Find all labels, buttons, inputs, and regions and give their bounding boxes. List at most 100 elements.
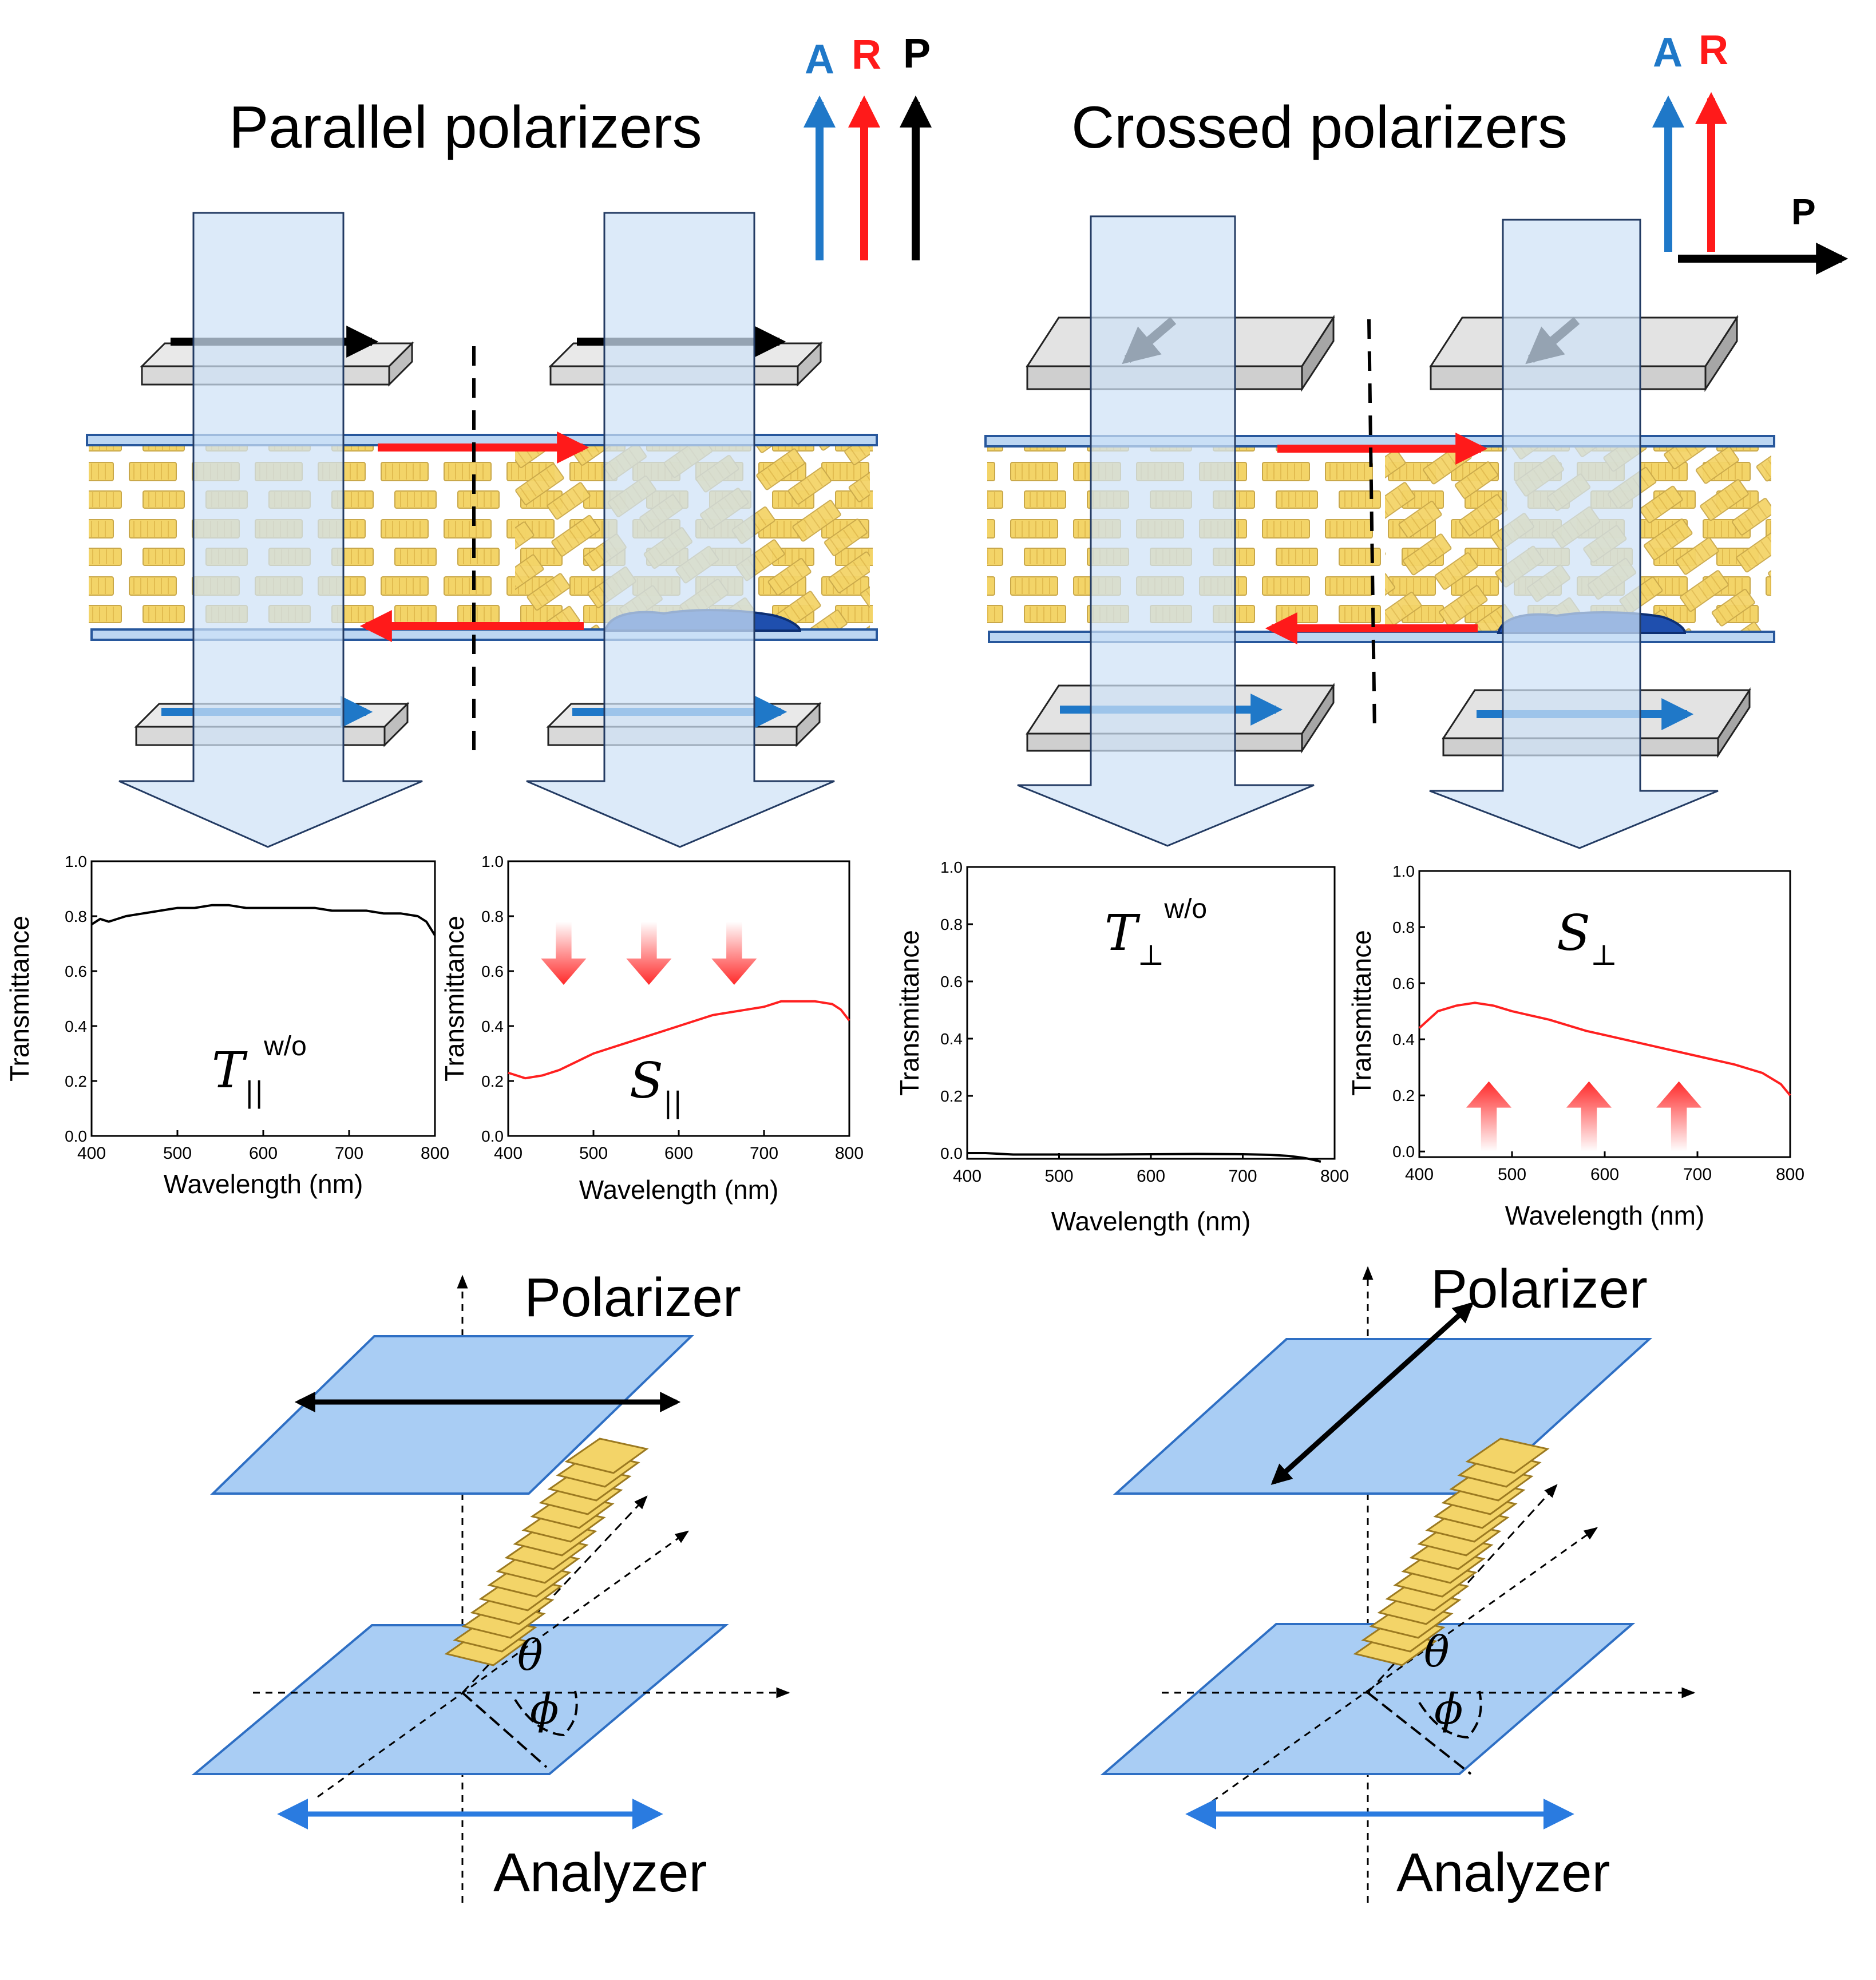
- x-tick-label: 800: [1776, 1165, 1804, 1184]
- curve-label: S⊥: [1557, 905, 1617, 972]
- x-axis-label: Wavelength (nm): [164, 1169, 363, 1199]
- x-axis-label: Wavelength (nm): [1505, 1201, 1705, 1230]
- increase-arrow: [1656, 1081, 1702, 1152]
- legend-p-label: P: [903, 31, 931, 77]
- beam-left-2: [526, 212, 835, 848]
- curve-label: T||w/o: [212, 1031, 307, 1109]
- y-tick-label: 1.0: [1392, 862, 1415, 880]
- analyzer-sheet-r: [1100, 1623, 1636, 1775]
- legend-p-label-r: P: [1791, 191, 1816, 232]
- x-tick-label: 500: [1044, 1167, 1073, 1186]
- x-tick-label: 600: [1590, 1165, 1619, 1184]
- y-tick-label: 0.4: [481, 1017, 504, 1035]
- series-line: [90, 904, 436, 936]
- polarizer-label-r: Polarizer: [1431, 1258, 1648, 1320]
- parallel-panel: Parallel polarizers A R P: [86, 31, 932, 848]
- light-beams-left: [118, 212, 835, 848]
- y-axis-label: Transmittance: [440, 916, 469, 1082]
- y-tick-label: 1.0: [940, 858, 963, 876]
- series-line: [508, 1000, 850, 1080]
- y-tick-label: 0.2: [65, 1072, 87, 1090]
- analyzer-sheet: [191, 1624, 729, 1775]
- y-tick-label: 0.4: [65, 1017, 87, 1035]
- y-tick-label: 0.0: [481, 1127, 504, 1145]
- curve-label: S||: [630, 1052, 683, 1119]
- chart-frame: [966, 866, 1336, 1160]
- polarizer-sheet-r: [1113, 1338, 1653, 1495]
- y-axis-label: Transmittance: [895, 930, 924, 1096]
- geometry-right: Polarizer θ ϕ Analyzer: [1100, 1258, 1696, 1903]
- axis-diagonal: [317, 1530, 689, 1798]
- x-tick-label: 600: [249, 1144, 278, 1163]
- legend-a-label-r: A: [1653, 30, 1683, 76]
- y-axis-label: Transmittance: [1347, 930, 1376, 1096]
- phi-label: ϕ: [530, 1685, 559, 1734]
- x-tick-label: 500: [579, 1144, 608, 1163]
- legend-left: A R P: [804, 31, 932, 260]
- y-tick-label: 0.8: [65, 908, 87, 925]
- y-tick-label: 1.0: [65, 853, 87, 870]
- phi-angle-arc-r: [1418, 1690, 1482, 1739]
- series-line: [967, 1152, 1321, 1163]
- legend-r-label: R: [852, 32, 881, 78]
- x-tick-label: 400: [953, 1167, 981, 1186]
- x-tick-label: 500: [1498, 1165, 1526, 1184]
- x-axis-label: Wavelength (nm): [1051, 1206, 1251, 1236]
- x-tick-label: 700: [750, 1144, 778, 1163]
- x-tick-label: 700: [1228, 1167, 1257, 1186]
- x-tick-label: 800: [835, 1144, 864, 1163]
- x-tick-label: 400: [1405, 1165, 1434, 1184]
- legend-right: A R P: [1652, 27, 1849, 275]
- decrease-arrow: [626, 921, 672, 985]
- polarizer-axis-arrow-r: [1271, 1302, 1474, 1485]
- y-tick-label: 0.8: [1392, 918, 1415, 936]
- polarizer-label: Polarizer: [524, 1267, 741, 1328]
- y-tick-label: 0.2: [1392, 1087, 1415, 1104]
- y-tick-label: 0.2: [940, 1087, 963, 1105]
- polarizer-sheet: [210, 1335, 694, 1495]
- decrease-arrow: [541, 921, 587, 985]
- y-tick-label: 0.8: [481, 908, 504, 925]
- legend-a-label: A: [805, 37, 834, 82]
- platelet-stack-r: [1353, 1438, 1550, 1666]
- director-projection-r: [1367, 1692, 1472, 1775]
- beam-left-1: [118, 212, 423, 848]
- x-tick-label: 600: [664, 1144, 693, 1163]
- legend-r-label-r: R: [1699, 27, 1728, 73]
- y-tick-label: 1.0: [481, 853, 504, 870]
- y-tick-label: 0.0: [1392, 1143, 1415, 1161]
- y-tick-label: 0.6: [65, 963, 87, 980]
- theta-label-r: θ: [1424, 1627, 1450, 1677]
- x-tick-label: 700: [335, 1144, 363, 1163]
- y-tick-label: 0.8: [940, 916, 963, 933]
- analyzer-label-r: Analyzer: [1396, 1842, 1610, 1903]
- divider-dashed-right: [1367, 319, 1376, 734]
- increase-arrow: [1566, 1081, 1612, 1152]
- theta-label: θ: [517, 1631, 543, 1680]
- decrease-arrow: [711, 921, 757, 985]
- x-tick-label: 400: [494, 1144, 523, 1163]
- geometry-left: Polarizer θ ϕ Analyzer: [191, 1267, 790, 1903]
- platelet-stack: [444, 1438, 649, 1666]
- y-tick-label: 0.6: [940, 973, 963, 991]
- charts-layer: 400 500 600 700 800 0.0 0.2 0.4 0.6 0.8 1.0Wavelen…: [5, 853, 1804, 1236]
- x-tick-label: 800: [1320, 1167, 1349, 1186]
- light-beams-right: [1017, 215, 1719, 849]
- x-tick-label: 700: [1683, 1165, 1712, 1184]
- x-axis-label: Wavelength (nm): [579, 1175, 779, 1205]
- y-tick-label: 0.4: [1392, 1031, 1415, 1048]
- x-tick-label: 400: [77, 1144, 106, 1163]
- y-tick-label: 0.6: [1392, 975, 1415, 992]
- beam-right-2: [1429, 219, 1719, 849]
- increase-arrow: [1466, 1081, 1512, 1152]
- beam-right-1: [1017, 215, 1315, 847]
- heading-crossed: Crossed polarizers: [1071, 94, 1568, 161]
- analyzer-label: Analyzer: [493, 1842, 707, 1903]
- x-tick-label: 500: [163, 1144, 192, 1163]
- y-tick-label: 0.2: [481, 1072, 504, 1090]
